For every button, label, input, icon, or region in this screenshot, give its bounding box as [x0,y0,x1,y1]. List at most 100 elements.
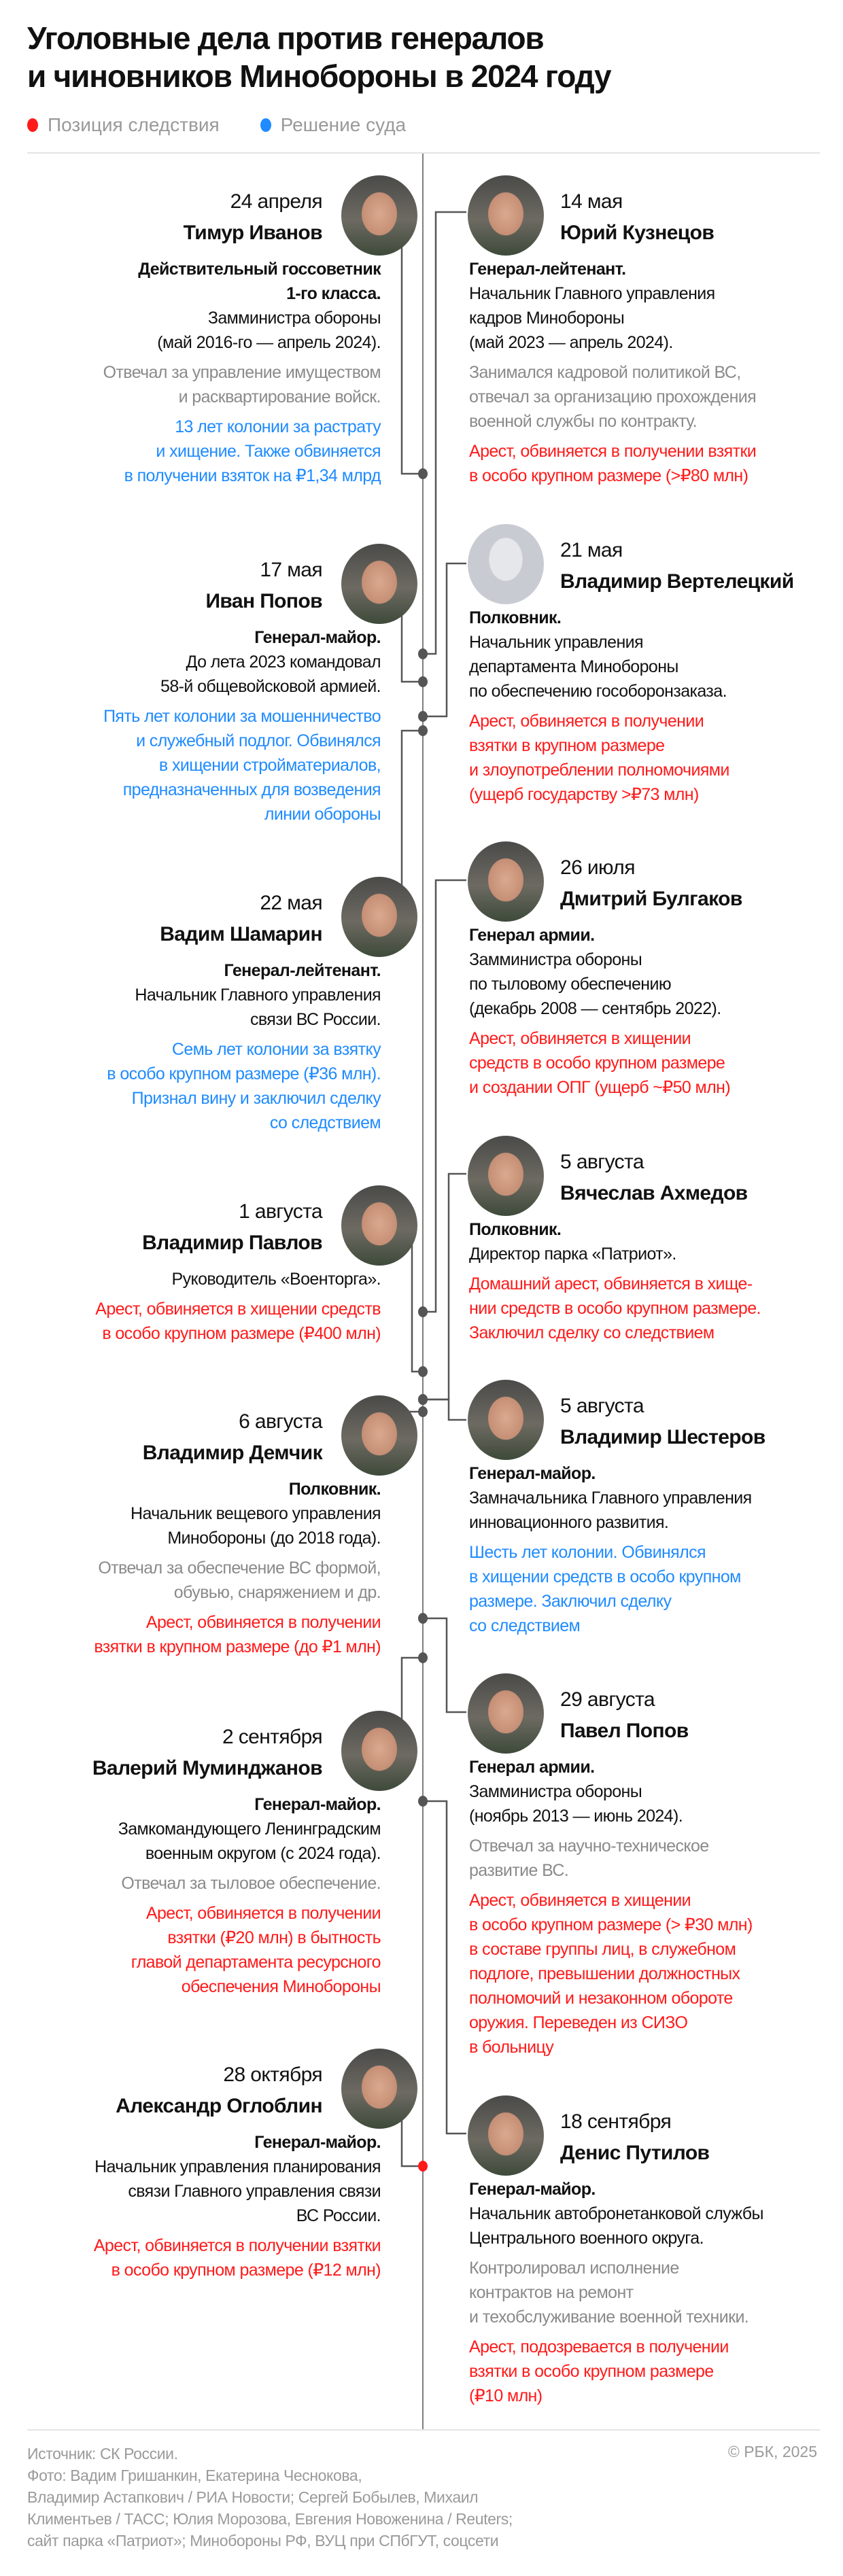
legend-item-court: Решение суда [260,114,406,136]
legend: Позиция следствия Решение суда [27,114,406,136]
responsibility: Отвечал за тыловое обеспечение. [121,1874,381,1893]
avatar [341,175,417,256]
connector-line [423,562,466,718]
person-name: Вадим Шамарин [160,923,322,945]
avatar [468,175,544,256]
case-date: 26 июля [560,856,635,879]
entry-details: Полковник.Начальник вещевого управления … [0,1477,381,1665]
legend-label: Позиция следствия [48,114,220,135]
person-name: Владимир Демчик [142,1442,323,1464]
case-status: Арест, обвиняется в хищении в особо круп… [469,1891,753,2057]
connector-line [423,879,466,1313]
position: Начальник Главного управления кадров Мин… [469,284,715,352]
position: Замминистра обороны (май 2016-го — апрел… [157,309,381,352]
responsibility: Отвечал за научно-техническое развитие В… [469,1837,709,1880]
connector-line [423,211,466,655]
case-date: 14 мая [560,190,623,213]
rank: Полковник. [469,608,562,627]
avatar [468,1380,544,1460]
case-status: Пять лет колонии за мошенничество и служ… [103,707,381,824]
avatar [468,1673,544,1754]
person-name: Владимир Вертелецкий [560,570,794,593]
rank: Полковник. [469,1220,562,1239]
case-date: 5 августа [560,1395,644,1417]
position: Замначальника Главного управления иннова… [469,1489,752,1532]
rank: Генерал армии. [469,926,595,945]
case-date: 29 августа [560,1688,655,1711]
entry-header: 28 октября Александр Оглоблин [116,2059,322,2122]
avatar [341,877,417,957]
case-date: 17 мая [260,559,322,581]
position: Начальник Главного управления связи ВС Р… [135,986,381,1029]
rank: Генерал-лейтенант. [224,961,381,980]
rank: Генерал-майор. [254,2133,381,2152]
position: До лета 2023 командовал 58-й общевойсков… [160,652,381,696]
timeline-dot [418,468,428,479]
avatar [341,2049,417,2129]
person-name: Юрий Кузнецов [560,222,715,244]
case-status: Арест, подозревается в получении взятки … [469,2337,729,2405]
case-status: 13 лет колонии за растрату и хищение. Та… [124,417,381,485]
source-credits: Источник: СК России. Фото: Вадим Гришанк… [27,2445,513,2549]
entry-header: 18 сентября Денис Путилов [560,2106,710,2169]
avatar [341,1711,417,1791]
entry-details: Генерал армии.Замминистра обороны (ноябр… [469,1755,843,2065]
person-name: Денис Путилов [560,2142,710,2164]
connector-line [423,1398,466,1421]
rank: Генерал-лейтенант. [469,260,626,279]
entry-header: 2 сентября Валерий Муминджанов [92,1722,323,1784]
timeline-dot [418,2161,428,2172]
case-status: Арест, обвиняется в получении взятки (₽2… [131,1904,381,1996]
timeline-dot [418,1406,428,1417]
entry-details: Генерал-майор. Замначальника Главного упр… [469,1461,843,1643]
entry-header: 22 мая Вадим Шамарин [160,888,322,950]
entry-details: Генерал армии. Замминистра обороны по тыл… [469,923,843,1105]
rank: Генерал-майор. [469,1464,596,1483]
entry-header: 5 августа Владимир Шестеров [560,1391,765,1453]
entry-details: Генерал-майор.Замкомандующего Ленинградс… [0,1792,381,2004]
case-status: Арест, обвиняется в получении взятки в о… [469,442,757,485]
entry-header: 26 июля Дмитрий Булгаков [560,852,742,915]
case-date: 24 апреля [230,190,323,213]
avatar [341,1395,417,1476]
person-name: Владимир Шестеров [560,1426,765,1448]
timeline-dot [418,1796,428,1807]
rank: Действительный госсоветник 1-го класса. [138,260,381,303]
position: Руководитель «Военторга». [171,1270,381,1289]
person-name: Тимур Иванов [183,222,323,244]
page-title: Уголовные дела против генералов и чиновн… [27,20,612,94]
case-date: 2 сентября [222,1726,323,1748]
entry-details: Полковник. Начальник управления департаме… [469,606,843,812]
case-status: Арест, обвиняется в получении взятки в к… [94,1613,381,1656]
person-name: Валерий Муминджанов [92,1757,323,1779]
avatar [341,544,417,624]
entry-details: Генерал-майор. Начальник управления плани… [0,2130,381,2288]
red-dot-icon [27,118,38,132]
timeline-dot [418,1613,428,1624]
timeline-dot [418,1366,428,1377]
position: Замминистра обороны (ноябрь 2013 — июнь … [469,1782,683,1826]
case-date: 18 сентября [560,2110,672,2133]
timeline-dot [418,1306,428,1317]
legend-item-investigation: Позиция следствия [27,114,220,136]
position: Начальник вещевого управления Минобороны… [131,1504,381,1548]
entry-details: Руководитель «Военторга». Арест, обвиняет… [0,1267,381,1351]
avatar [468,841,544,922]
case-status: Арест, обвиняется в хищении средств в ос… [95,1300,381,1343]
entry-header: 5 августа Вячеслав Ахмедов [560,1147,748,1209]
position: Начальник управления департамента Минобо… [469,633,727,701]
case-date: 28 октября [223,2064,322,2086]
entry-header: 24 апреля Тимур Иванов [183,186,323,249]
timeline-dot [418,1394,428,1405]
position: Замкомандующего Ленинградским военным ок… [118,1820,381,1863]
case-status: Домашний арест, обвиняется в хище- нии с… [469,1274,761,1342]
position: Начальник управления планирования связи … [94,2157,381,2225]
entry-header: 1 августа Владимир Павлов [142,1196,323,1259]
position: Замминистра обороны по тыловому обеспече… [469,950,721,1018]
entry-header: 29 августа Павел Попов [560,1684,689,1747]
responsibility: Отвечал за обеспечение ВС формой, обувью… [98,1559,381,1602]
person-name: Иван Попов [205,590,322,612]
entry-header: 21 мая Владимир Вертелецкий [560,535,794,597]
position: Начальник автобронетанковой службы Центр… [469,2204,764,2248]
case-date: 1 августа [239,1200,323,1223]
